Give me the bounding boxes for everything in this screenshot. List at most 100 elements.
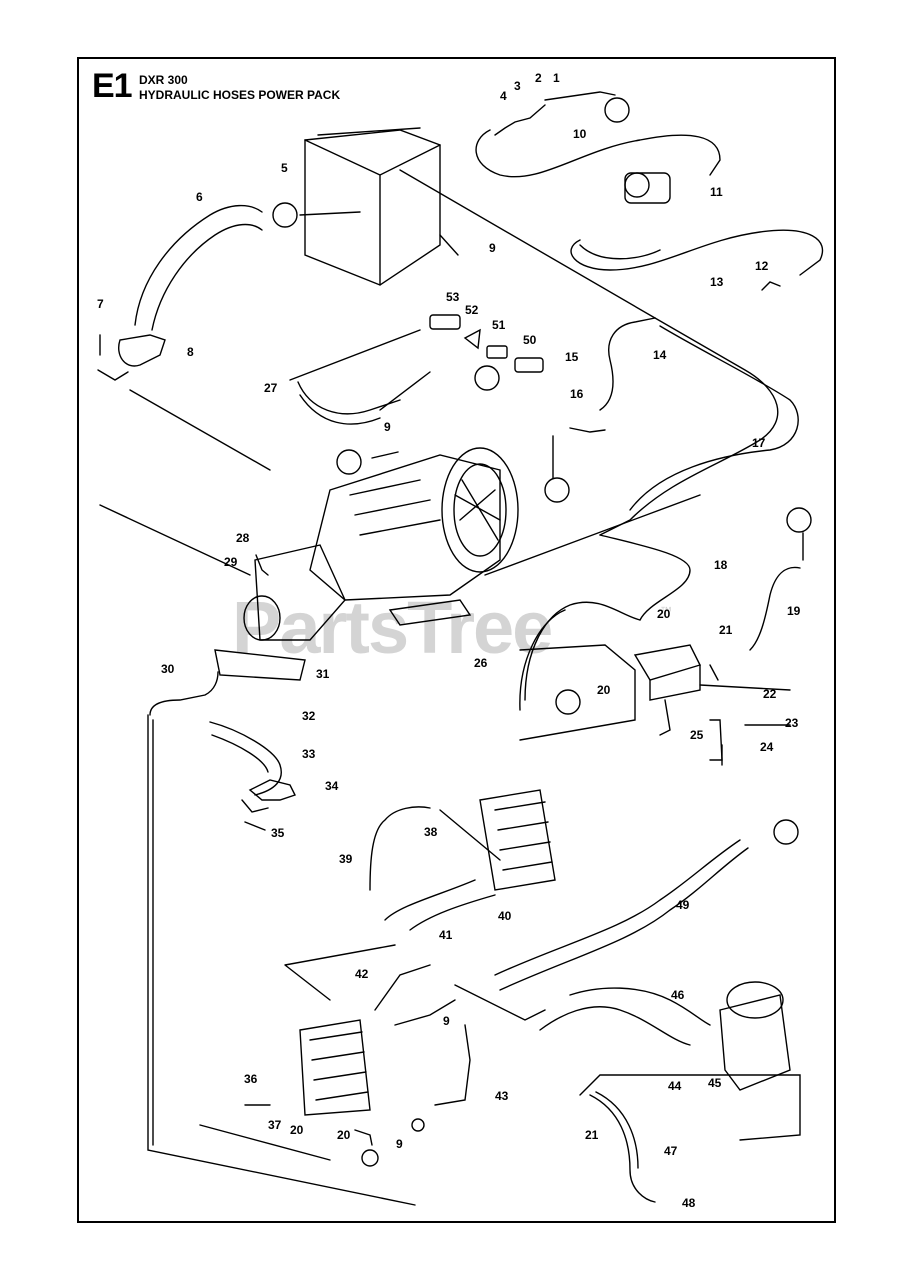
callout-35: 35 <box>271 826 285 840</box>
callout-29: 29 <box>224 555 238 569</box>
callout-51: 51 <box>492 318 506 332</box>
hose-14-line <box>599 317 779 536</box>
filter-47 <box>719 994 791 1091</box>
fitting-21 <box>709 664 719 681</box>
hose-41-b <box>409 894 496 931</box>
motor-fan <box>453 463 507 557</box>
callout-53: 53 <box>446 290 460 304</box>
callout-40: 40 <box>498 909 512 923</box>
tank-5-fitting <box>299 211 361 216</box>
bracket-25 <box>659 699 671 736</box>
fitting-16 <box>569 427 606 433</box>
bracket-22 <box>699 684 791 691</box>
hose-44 <box>539 1006 691 1046</box>
callout-52: 52 <box>465 303 479 317</box>
callout-3: 3 <box>514 79 521 93</box>
hose-15 <box>599 317 656 411</box>
plate-47 <box>579 1074 801 1141</box>
gasket-5 <box>272 202 298 228</box>
callout-24: 24 <box>760 740 774 754</box>
tank-5 <box>304 129 441 286</box>
tank-outline-top <box>317 127 421 136</box>
cylinder-11 <box>624 172 671 204</box>
hose-6 <box>134 204 263 326</box>
hose-26-outer <box>519 609 566 711</box>
hose-19 <box>749 566 801 651</box>
flange-34 <box>241 799 269 813</box>
bracket-20-valve <box>354 1129 373 1146</box>
plate-26 <box>519 644 636 741</box>
hose-9-valve <box>394 999 456 1026</box>
callout-36: 36 <box>244 1072 258 1086</box>
callout-20-valve: 20 <box>290 1123 304 1137</box>
bracket-31 <box>214 649 306 681</box>
valve-block-36-detail <box>309 1031 369 1101</box>
block-25-side <box>649 664 701 701</box>
callout-19: 19 <box>787 604 801 618</box>
hose-27-outer <box>299 394 381 425</box>
callout-23: 23 <box>785 716 799 730</box>
callout-37: 37 <box>268 1118 282 1132</box>
connection-marker <box>773 819 799 845</box>
callout-49: 49 <box>676 898 690 912</box>
fitting-51 <box>486 345 508 359</box>
fitting-9-tank <box>439 234 459 256</box>
flange-8 <box>97 369 129 381</box>
connection-marker <box>474 365 500 391</box>
callout-15: 15 <box>565 350 579 364</box>
leader-base <box>199 1124 331 1161</box>
callout-42: 42 <box>355 967 369 981</box>
callout-8: 8 <box>187 345 194 359</box>
hose-21-bottom <box>589 1094 656 1203</box>
block-25 <box>633 644 701 681</box>
leader-lines-valve <box>284 944 546 1021</box>
hose-6-inner <box>151 223 263 331</box>
valve-block-40-detail <box>494 801 553 871</box>
filter-53 <box>429 314 461 330</box>
connection-marker <box>411 1118 425 1132</box>
callout-44: 44 <box>668 1079 682 1093</box>
watermark-trademark: ™ <box>660 604 672 618</box>
hose-17 <box>629 325 799 511</box>
callout-50: 50 <box>523 333 537 347</box>
callout-45: 45 <box>708 1076 722 1090</box>
leader-motor-2 <box>129 389 271 471</box>
hose-33-inner <box>211 734 269 773</box>
valve-block-36 <box>299 1019 371 1116</box>
leader-motor-1 <box>99 504 251 576</box>
connection-marker <box>336 449 362 475</box>
hose-1 <box>544 91 616 101</box>
hose-10 <box>475 129 721 178</box>
callout-9-tank: 9 <box>489 241 496 255</box>
callout-30: 30 <box>161 662 175 676</box>
callout-1: 1 <box>553 71 560 85</box>
valve-block-40 <box>479 789 556 891</box>
elbow-34 <box>248 779 296 801</box>
callout-14: 14 <box>653 348 667 362</box>
leader-9-tank <box>399 169 656 319</box>
fitting-50 <box>514 357 544 373</box>
pump-flange <box>243 595 281 641</box>
fitting-29 <box>255 554 269 576</box>
motor-detail <box>349 479 441 536</box>
callout-34: 34 <box>325 779 339 793</box>
callout-47: 47 <box>664 1144 678 1158</box>
cone-52 <box>463 328 481 350</box>
cylinder-11-end <box>624 172 650 198</box>
diagram-title: HYDRAULIC HOSES POWER PACK <box>139 88 341 102</box>
connection-marker <box>361 1149 379 1167</box>
callout-20-bracket: 20 <box>337 1128 351 1142</box>
pump-body <box>254 544 346 641</box>
callout-11: 11 <box>710 185 723 199</box>
hose-46 <box>569 987 711 1026</box>
callout-25: 25 <box>690 728 704 742</box>
fitting-12 <box>761 281 781 291</box>
hose-18 <box>599 534 691 621</box>
callout-9-motor: 9 <box>384 420 391 434</box>
callout-46: 46 <box>671 988 685 1002</box>
connection-marker <box>786 507 812 533</box>
callout-9-bottom: 9 <box>396 1137 403 1151</box>
callout-2: 2 <box>535 71 542 85</box>
callout-38: 38 <box>424 825 438 839</box>
